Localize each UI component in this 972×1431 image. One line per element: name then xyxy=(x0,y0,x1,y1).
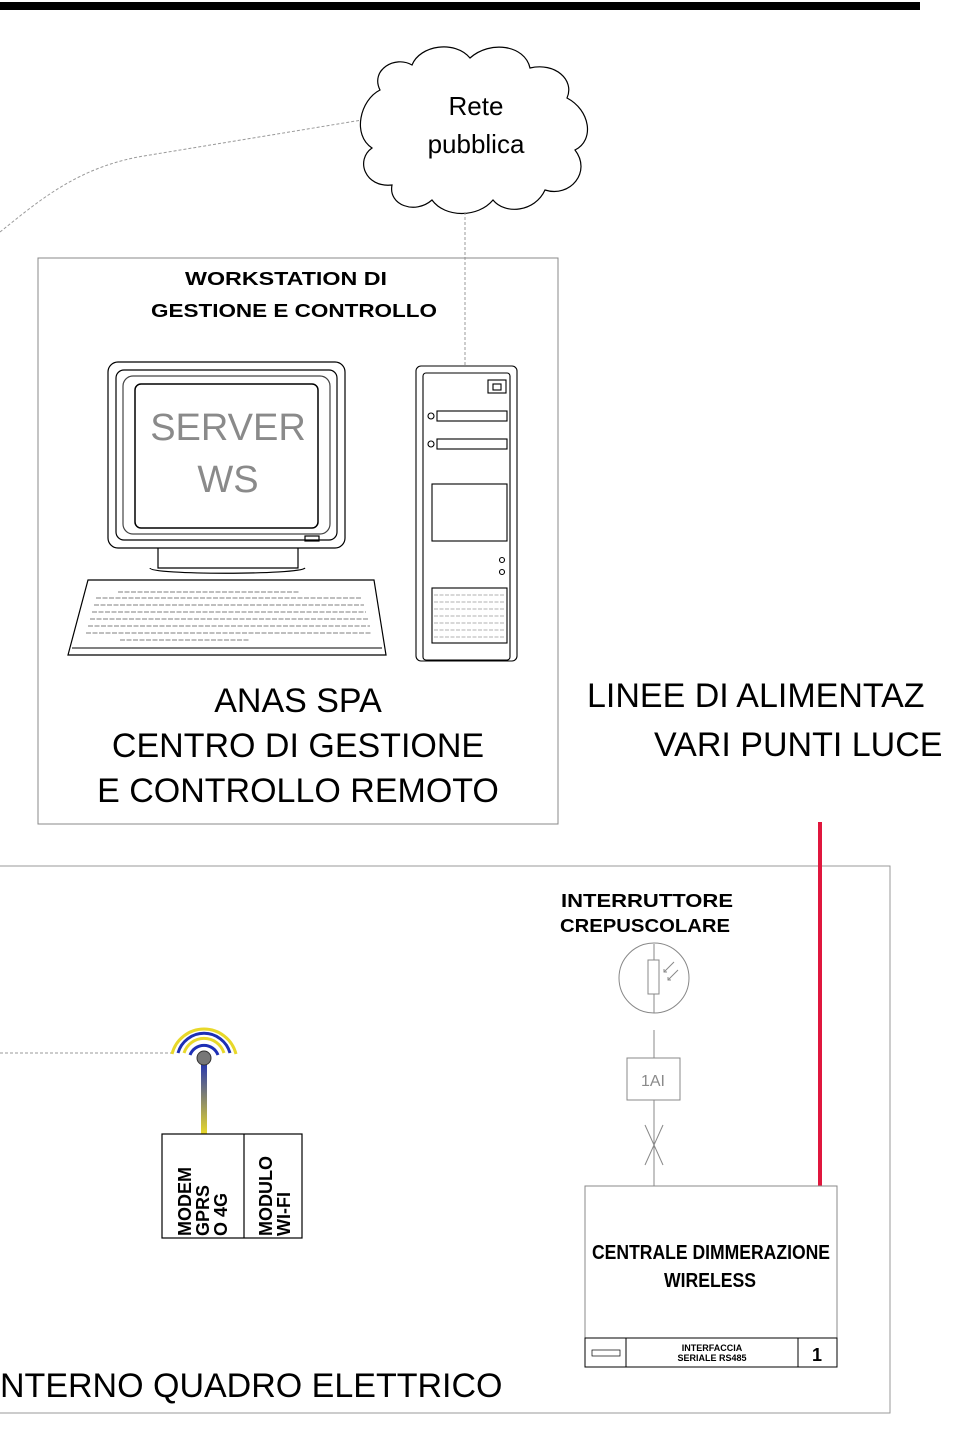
modem-box xyxy=(161,1133,303,1239)
modem-label-line2: GPRS xyxy=(193,1185,213,1236)
workstation-caption-line3: E CONTROLLO REMOTO xyxy=(97,772,499,810)
wifi-module-label-line2: WI-FI xyxy=(274,1192,294,1236)
cloud-label-line1: Rete xyxy=(449,91,504,121)
workstation-box xyxy=(37,257,559,825)
workstation-title-line2: GESTIONE E CONTROLLO xyxy=(151,301,437,321)
interface-label-line2: SERIALE RS485 xyxy=(677,1353,746,1363)
twilight-switch-label-line2: CREPUSCOLARE xyxy=(560,916,730,936)
computer-tower-icon xyxy=(415,365,518,662)
power-lines-label-line2: VARI PUNTI LUCE xyxy=(654,726,942,764)
modem-label-line1: MODEM xyxy=(175,1167,195,1236)
modem-label-line3: O 4G xyxy=(211,1193,231,1236)
breaker-label: 1AI xyxy=(641,1073,665,1090)
central-dimming-label-line2: WIRELESS xyxy=(664,1270,756,1292)
central-dimming-label-line1: CENTRALE DIMMERAZIONE xyxy=(592,1242,830,1264)
central-dimming-box xyxy=(584,1185,838,1368)
cloud-public-network: Rete pubblica xyxy=(359,46,589,214)
dashed-link-left xyxy=(0,119,363,233)
workstation-caption-line2: CENTRO DI GESTIONE xyxy=(112,727,484,765)
photocell-sensor-icon xyxy=(618,942,690,1014)
electrical-panel-caption: NTERNO QUADRO ELETTRICO xyxy=(0,1367,502,1405)
workstation-caption-line1: ANAS SPA xyxy=(214,682,382,720)
power-lines-label-line1: LINEE DI ALIMENTAZ xyxy=(587,677,925,715)
electrical-panel-box xyxy=(0,865,891,1414)
cloud-label-line2: pubblica xyxy=(428,129,525,159)
interface-strip xyxy=(584,1337,838,1368)
antenna-icon xyxy=(170,1027,238,1134)
monitor-icon xyxy=(107,361,346,574)
interface-label-line1: INTERFACCIA xyxy=(682,1343,743,1353)
wifi-module-label-line1: MODULO xyxy=(256,1156,276,1236)
workstation-title-line1: WORKSTATION DI xyxy=(185,269,387,289)
title-border-line xyxy=(0,2,920,10)
keyboard-icon xyxy=(67,579,387,656)
interface-number: 1 xyxy=(812,1345,822,1365)
monitor-screen-line1: SERVER xyxy=(150,407,306,449)
monitor-screen-line2: WS xyxy=(197,459,258,501)
cable-twist-icon xyxy=(644,1124,664,1166)
twilight-switch-label-line1: INTERRUTTORE xyxy=(561,891,733,911)
